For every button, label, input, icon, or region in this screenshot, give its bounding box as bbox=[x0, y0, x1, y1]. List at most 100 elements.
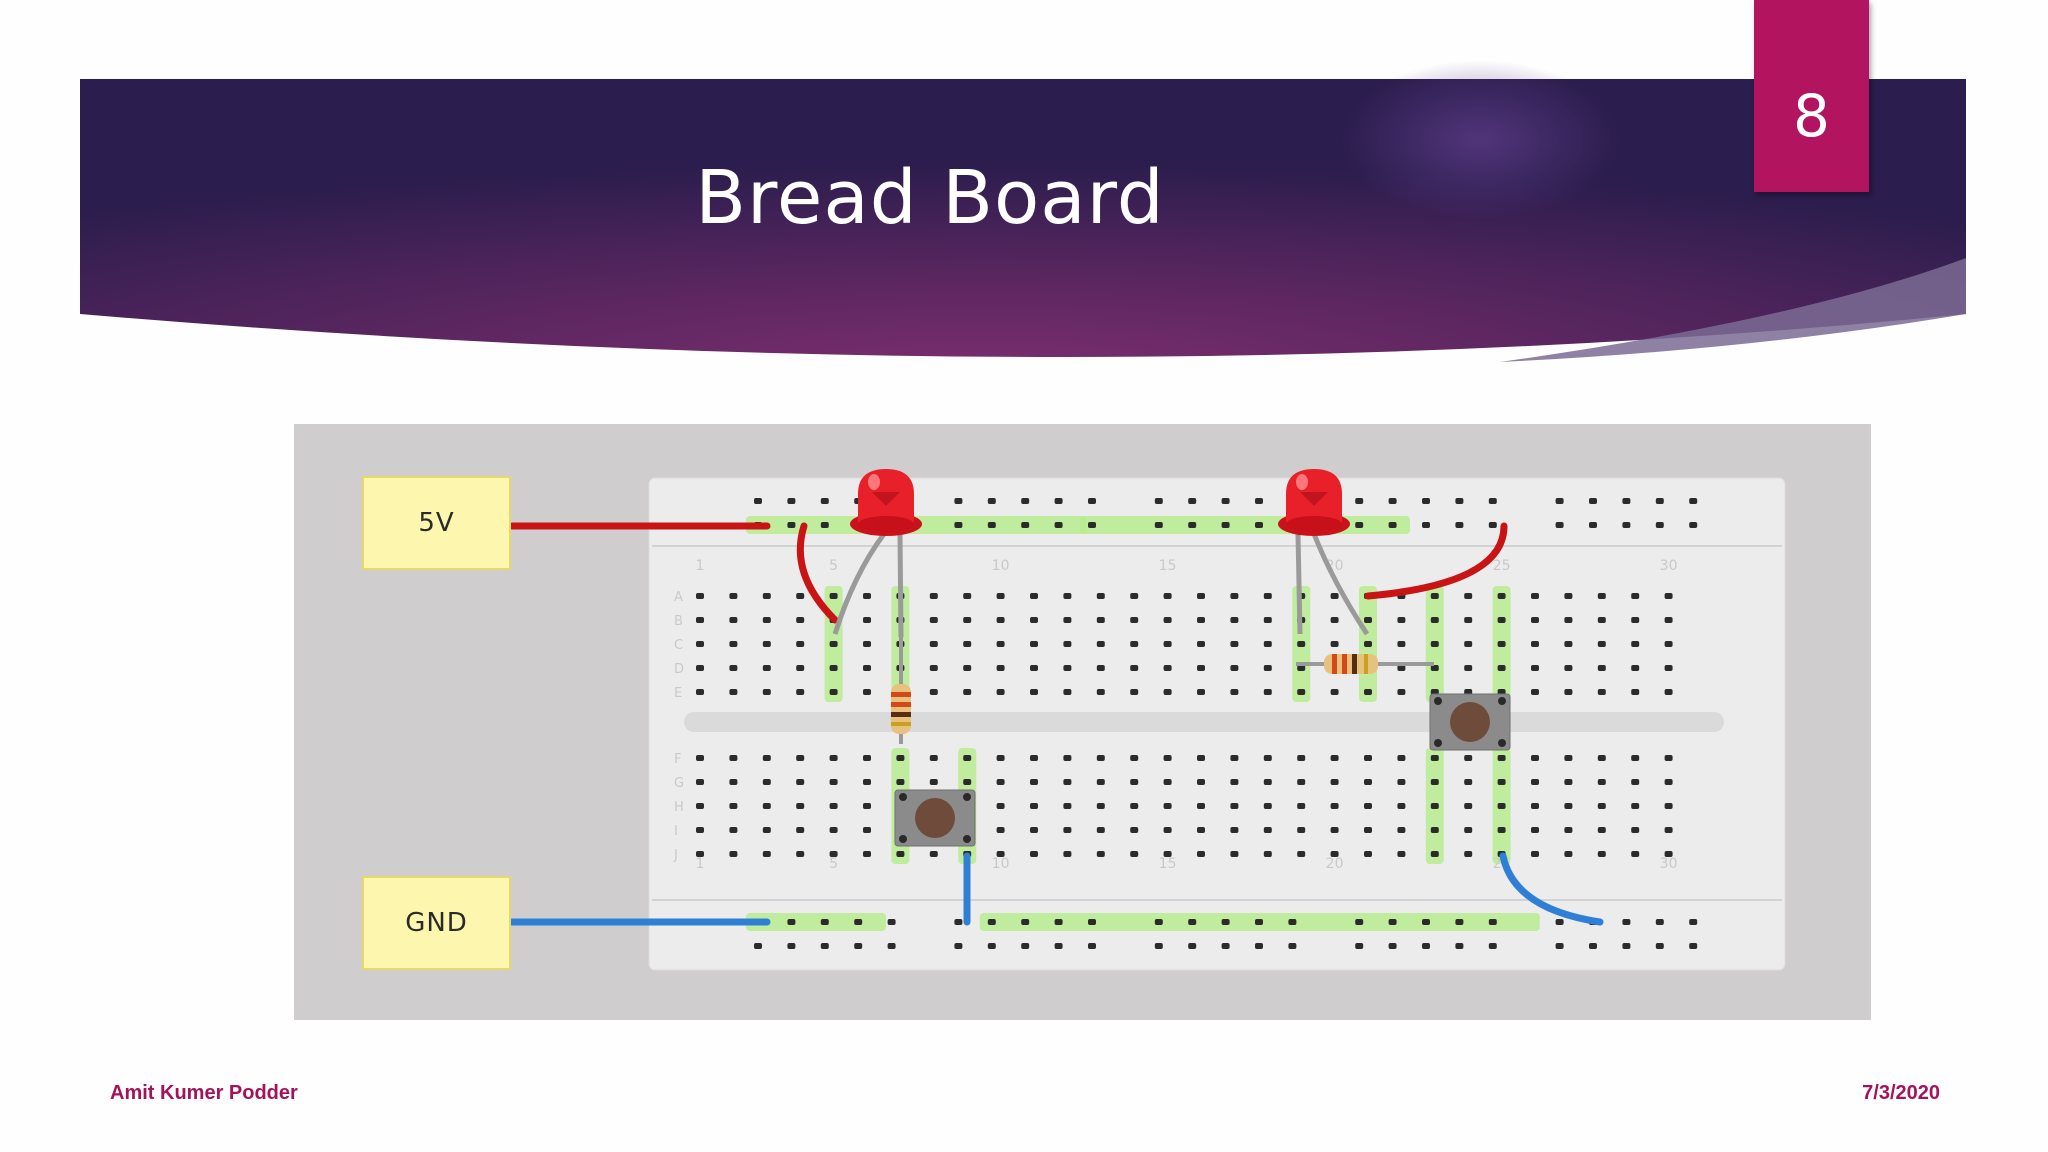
rail-hole bbox=[954, 919, 963, 925]
breadboard-hole bbox=[1163, 779, 1172, 785]
breadboard-hole bbox=[1063, 779, 1072, 785]
footer-date: 7/3/2020 bbox=[1862, 1082, 1940, 1104]
breadboard-hole bbox=[1564, 641, 1573, 647]
breadboard-hole bbox=[1430, 665, 1439, 671]
breadboard-hole bbox=[729, 689, 738, 695]
breadboard-hole bbox=[1063, 827, 1072, 833]
rail-hole bbox=[887, 943, 896, 949]
breadboard-hole bbox=[1096, 641, 1105, 647]
breadboard-hole bbox=[1096, 689, 1105, 695]
breadboard-hole bbox=[829, 665, 838, 671]
breadboard-hole bbox=[1430, 851, 1439, 857]
rail-hole bbox=[1088, 919, 1096, 925]
breadboard-hole bbox=[729, 851, 738, 857]
breadboard-hole bbox=[1631, 593, 1640, 599]
breadboard-hole bbox=[863, 689, 871, 695]
breadboard-hole bbox=[1531, 641, 1539, 647]
row-letter-label: G bbox=[674, 776, 684, 791]
breadboard-hole bbox=[1597, 827, 1606, 833]
breadboard-hole bbox=[1464, 803, 1473, 809]
breadboard-hole bbox=[929, 617, 938, 623]
breadboard-hole bbox=[1096, 617, 1105, 623]
rail-hole bbox=[987, 522, 996, 528]
rail-hole bbox=[1488, 943, 1497, 949]
breadboard-hole bbox=[1330, 689, 1339, 695]
breadboard-hole bbox=[1664, 851, 1673, 857]
footer-author: Amit Kumer Podder bbox=[110, 1082, 298, 1104]
row-letter-label: C bbox=[674, 638, 683, 653]
breadboard-hole bbox=[1364, 617, 1372, 623]
breadboard-hole bbox=[1664, 755, 1673, 761]
breadboard-hole bbox=[1631, 779, 1640, 785]
breadboard-hole bbox=[696, 755, 704, 761]
breadboard-hole bbox=[1297, 851, 1306, 857]
breadboard-hole bbox=[1063, 689, 1072, 695]
breadboard-hole bbox=[1096, 665, 1105, 671]
breadboard-hole bbox=[1030, 827, 1038, 833]
breadboard-hole bbox=[1564, 665, 1573, 671]
rail-hole bbox=[1221, 522, 1230, 528]
breadboard-hole bbox=[1096, 755, 1105, 761]
breadboard-hole bbox=[1197, 803, 1205, 809]
breadboard-hole bbox=[829, 641, 838, 647]
row-letter-label: B bbox=[674, 614, 683, 629]
breadboard-hole bbox=[1030, 593, 1038, 599]
breadboard-hole bbox=[1564, 689, 1573, 695]
breadboard-hole bbox=[863, 755, 871, 761]
breadboard-hole bbox=[1197, 665, 1205, 671]
5v-label-text: 5V bbox=[418, 508, 455, 538]
rail-hole bbox=[1221, 943, 1230, 949]
breadboard-hole bbox=[1163, 665, 1172, 671]
breadboard-hole bbox=[1330, 617, 1339, 623]
breadboard-hole bbox=[1163, 617, 1172, 623]
breadboard-hole bbox=[1096, 779, 1105, 785]
column-number-label: 25 bbox=[1493, 558, 1511, 574]
breadboard-hole bbox=[1030, 779, 1038, 785]
row-letter-label: H bbox=[674, 800, 684, 815]
push-button-2 bbox=[1429, 693, 1511, 751]
breadboard-hole bbox=[1197, 755, 1205, 761]
rail-hole bbox=[1188, 919, 1197, 925]
gnd-label-text: GND bbox=[405, 908, 468, 938]
breadboard-hole bbox=[1063, 641, 1072, 647]
breadboard-hole bbox=[863, 641, 871, 647]
rail-hole bbox=[1689, 919, 1698, 925]
rail-hole bbox=[854, 919, 863, 925]
breadboard-hole bbox=[1096, 827, 1105, 833]
rail-hole bbox=[1355, 522, 1364, 528]
rail-hole bbox=[1455, 943, 1464, 949]
rail-hole bbox=[820, 522, 829, 528]
rail-hole bbox=[754, 943, 762, 949]
breadboard-hole bbox=[1497, 617, 1506, 623]
rail-hole bbox=[1488, 498, 1497, 504]
breadboard-hole bbox=[1297, 665, 1306, 671]
rail-hole bbox=[1255, 522, 1263, 528]
breadboard-hole bbox=[1664, 617, 1673, 623]
breadboard-hole bbox=[896, 779, 905, 785]
rail-hole bbox=[1622, 522, 1631, 528]
breadboard-hole bbox=[1397, 665, 1406, 671]
rail-hole bbox=[1021, 919, 1030, 925]
rail-hole bbox=[1054, 522, 1063, 528]
breadboard-hole bbox=[1631, 617, 1640, 623]
breadboard-hole bbox=[1030, 617, 1038, 623]
breadboard-hole bbox=[762, 665, 771, 671]
rail-hole bbox=[787, 522, 796, 528]
rail-hole bbox=[1355, 919, 1364, 925]
breadboard-hole bbox=[1497, 827, 1506, 833]
column-number-label: 10 bbox=[992, 558, 1010, 574]
breadboard-hole bbox=[796, 617, 805, 623]
breadboard-hole bbox=[829, 851, 838, 857]
breadboard-hole bbox=[696, 851, 704, 857]
breadboard-hole bbox=[1531, 851, 1539, 857]
breadboard-hole bbox=[1130, 803, 1139, 809]
rail-hole bbox=[1422, 522, 1430, 528]
rail-hole bbox=[1388, 919, 1397, 925]
breadboard-hole bbox=[1230, 827, 1239, 833]
rail-hole bbox=[1689, 943, 1698, 949]
rail-hole bbox=[987, 498, 996, 504]
breadboard-hole bbox=[729, 593, 738, 599]
rail-hole bbox=[1054, 943, 1063, 949]
breadboard-hole bbox=[1230, 779, 1239, 785]
breadboard-hole bbox=[1664, 593, 1673, 599]
